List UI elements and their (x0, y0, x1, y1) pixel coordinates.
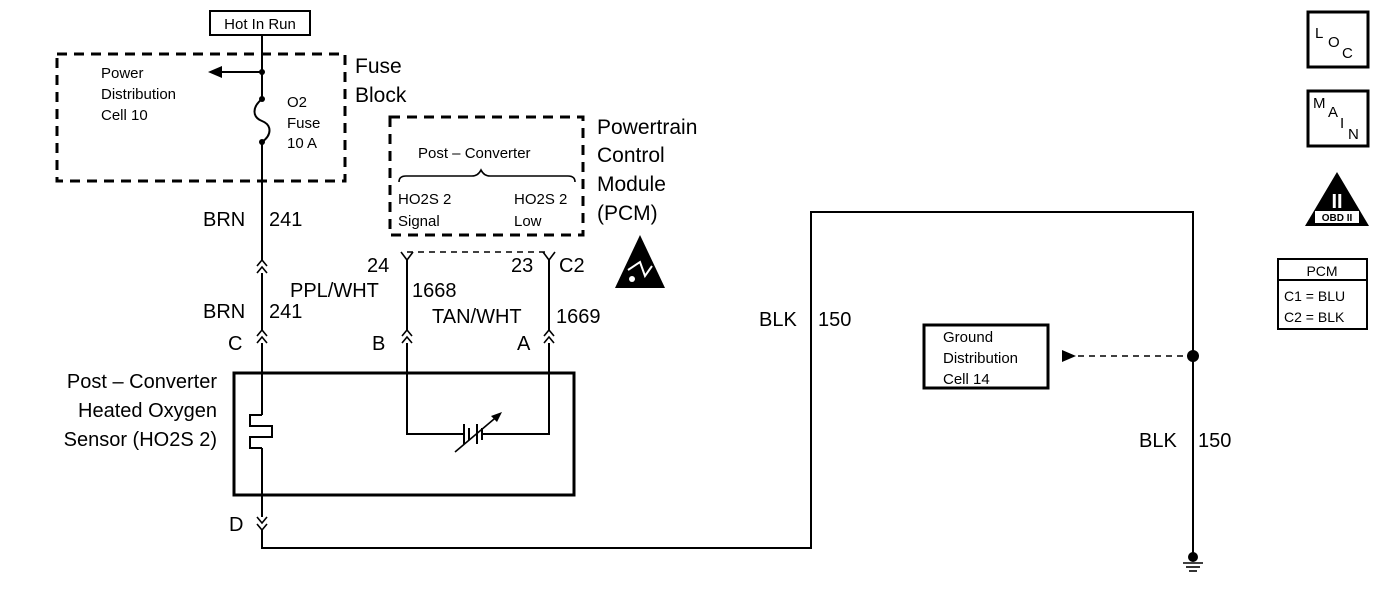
svg-text:I: I (1340, 115, 1344, 132)
low-label-2: Low (514, 213, 542, 230)
sensor-name-3: Sensor (HO2S 2) (64, 429, 217, 451)
svg-text:M: M (1313, 95, 1326, 112)
ground-ref-arrow (1062, 350, 1076, 362)
blk-150-wire (261, 211, 1194, 553)
blk-right-circuit: 150 (1198, 430, 1231, 452)
pcm-title-1: Powertrain (597, 116, 697, 139)
blk-right-color: BLK (1139, 430, 1177, 452)
blk-left-color: BLK (759, 309, 797, 331)
tan-wht-color: TAN/WHT (432, 306, 522, 328)
esd-warning-icon (615, 235, 665, 288)
svg-text:A: A (1328, 104, 1338, 121)
splice-dot (1187, 350, 1199, 362)
brn-upper-color: BRN (203, 209, 245, 231)
ho2s2-sensor-box (232, 371, 576, 497)
signal-label-1: HO2S 2 (398, 191, 451, 208)
fuse-block-title-2: Block (355, 84, 407, 107)
sensor-connector-a (543, 329, 555, 344)
pcm-title-3: Module (597, 173, 666, 196)
svg-text:PCM: PCM (1306, 263, 1337, 279)
low-label-1: HO2S 2 (514, 191, 567, 208)
svg-text:O: O (1328, 34, 1340, 51)
pcm-pin-24 (400, 251, 414, 261)
fuse-block-title-1: Fuse (355, 55, 402, 78)
fuse-block-outline (55, 52, 347, 183)
ppl-wht-color: PPL/WHT (290, 280, 379, 302)
fuse-rating: 10 A (287, 135, 317, 152)
sensor-connector-c (256, 329, 268, 344)
pcm-title-4: (PCM) (597, 202, 658, 225)
pin-b-label: B (372, 333, 385, 355)
ground-icon (1183, 552, 1203, 572)
pin-a-label: A (517, 333, 531, 355)
brn-lower-color: BRN (203, 301, 245, 323)
heater-element-symbol (249, 414, 273, 449)
power-distribution-line-2: Distribution (101, 86, 176, 103)
brn-upper-circuit: 241 (269, 209, 302, 231)
ground-label-3: Cell 14 (943, 371, 990, 388)
brn-lower-circuit: 241 (269, 301, 302, 323)
fuse-name: O2 (287, 94, 307, 111)
obd-ii-icon: II OBD II (1305, 172, 1369, 226)
tan-wht-circuit: 1669 (556, 306, 601, 328)
svg-text:C: C (1342, 45, 1353, 62)
blk-left-circuit: 150 (818, 309, 851, 331)
hot-in-run-label: Hot In Run (224, 16, 296, 33)
pin-23-label: 23 (511, 255, 533, 277)
ground-distribution-box (922, 323, 1050, 390)
pcm-title-2: Control (597, 144, 665, 167)
pin-24-label: 24 (367, 255, 389, 277)
svg-text:OBD II: OBD II (1322, 213, 1353, 224)
inline-connector-upper (256, 259, 268, 274)
o2-fuse-symbol (253, 98, 271, 143)
pcm-connector-table: PCM C1 = BLU C2 = BLK (1277, 258, 1368, 330)
variable-voltage-cell-symbol (454, 412, 502, 453)
svg-text:N: N (1348, 126, 1359, 143)
pin-d-label: D (229, 514, 243, 536)
pin-c-label: C (228, 333, 242, 355)
hot-in-run-box: Hot In Run (209, 10, 311, 36)
svg-text:II: II (1331, 191, 1342, 213)
power-distribution-line-3: Cell 10 (101, 107, 148, 124)
svg-text:C1 = BLU: C1 = BLU (1284, 288, 1345, 304)
subsystem-brace (398, 168, 576, 183)
sensor-name-2: Heated Oxygen (78, 400, 217, 422)
main-icon: M A I N (1306, 89, 1370, 148)
power-distribution-line-1: Power (101, 65, 144, 82)
pcm-subsystem-label: Post – Converter (418, 145, 531, 162)
ground-label-2: Distribution (943, 350, 1018, 367)
ground-label-1: Ground (943, 329, 993, 346)
sensor-connector-d (256, 516, 268, 531)
svg-text:L: L (1315, 25, 1323, 42)
svg-text:C2 = BLK: C2 = BLK (1284, 309, 1345, 325)
pcm-pin-23 (542, 251, 556, 261)
loc-icon: L O C (1306, 10, 1370, 69)
signal-label-2: Signal (398, 213, 440, 230)
connector-c2-label: C2 (559, 255, 585, 277)
fuse-label: Fuse (287, 115, 320, 132)
ppl-wht-circuit: 1668 (412, 280, 457, 302)
pcm-outline (388, 115, 585, 237)
power-distribution-arrow (208, 66, 222, 78)
sensor-connector-b (401, 329, 413, 344)
sensor-name-1: Post – Converter (67, 371, 217, 393)
